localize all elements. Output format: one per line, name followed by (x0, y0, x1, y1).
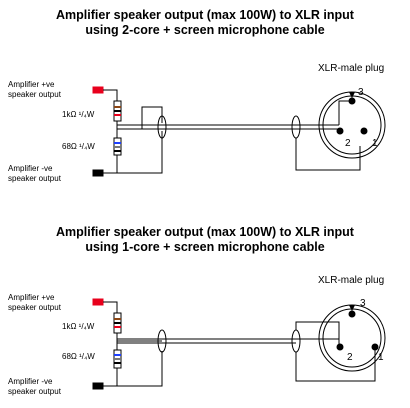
diagram1-title: Amplifier speaker output (max 100W) to X… (0, 8, 410, 38)
diagram1-amp-pos-label-2: speaker output (8, 90, 62, 99)
diagram2-title: Amplifier speaker output (max 100W) to X… (0, 225, 410, 255)
diagram1-screen-end-left (157, 115, 167, 139)
diagram1-screen-end-right (291, 115, 301, 139)
diagram2-schematic: Amplifier +ve speaker output Amplifier -… (8, 275, 386, 396)
diagram2-title-line1: Amplifier speaker output (max 100W) to X… (56, 225, 354, 239)
diagram1-schematic: Amplifier +ve speaker output Amplifier -… (8, 63, 386, 183)
diagram1-pin1-label: 1 (372, 138, 378, 149)
diagram1-positive-terminal (92, 86, 104, 94)
diagram2-amp-pos-label: Amplifier +ve (8, 293, 55, 302)
diagram2-screen-to-pin3 (295, 321, 340, 339)
diagram2-amp-pos-label-2: speaker output (8, 303, 62, 312)
diagram1-xlr-key (349, 92, 355, 99)
diagram1-pin2-label: 2 (345, 138, 351, 149)
diagram1-negative-terminal (92, 169, 104, 177)
diagram2-screen-to-pin1 (295, 347, 376, 382)
diagram2-screen-end-right (291, 329, 301, 353)
diagram1-wire-pos (103, 89, 118, 101)
diagram1-pin1 (360, 127, 368, 135)
diagram2-screen-end-left (157, 329, 167, 353)
diagram1-amp-neg-label: Amplifier -ve (8, 164, 53, 173)
diagram2-pin2-label: 2 (347, 352, 353, 363)
diagram1-pin2 (336, 127, 344, 135)
diagram2-xlr-outer (318, 304, 386, 372)
diagram2-wire-pos (103, 301, 118, 313)
diagram1-signal-loop (117, 106, 163, 130)
diagram1-title-line2: using 2-core + screen microphone cable (85, 23, 325, 37)
diagram2-screen-wire (117, 351, 163, 387)
diagram2-title-line2: using 1-core + screen microphone cable (85, 240, 325, 254)
diagram1-pin3 (348, 97, 356, 105)
diagram2-pin3-label: 3 (360, 298, 366, 309)
diagram1-title-line1: Amplifier speaker output (max 100W) to X… (56, 8, 354, 22)
diagram1-screen-wire (117, 131, 163, 174)
diagram1-plug-label: XLR-male plug (318, 63, 384, 74)
diagram2-resistor-68 (113, 349, 122, 369)
diagram2-resistor-1k-label: 1kΩ ¹/₄W (62, 322, 95, 331)
diagram2-negative-terminal (92, 382, 104, 390)
diagram2-pin2 (336, 343, 344, 351)
diagram2-pin3 (348, 310, 356, 318)
diagram2-resistor-1k (113, 312, 122, 334)
diagram2-resistor-68-label: 68Ω ¹/₄W (62, 352, 95, 361)
diagram1-amp-neg-label-2: speaker output (8, 174, 62, 183)
diagram2-pin1 (371, 343, 379, 351)
diagram1-pin3-label: 3 (358, 87, 364, 98)
diagram1-xlr-outer (318, 91, 386, 159)
diagram1-wire-neg (103, 155, 118, 174)
diagram2-pin1-label: 1 (378, 352, 384, 363)
diagram2-amp-neg-label: Amplifier -ve (8, 377, 53, 386)
diagram1-screen-to-pin1 (295, 138, 361, 171)
diagram1-resistor-1k (113, 100, 122, 122)
diagram1-amp-pos-label: Amplifier +ve (8, 80, 55, 89)
diagram2-wire-neg (103, 368, 118, 387)
diagram1-resistor-1k-label: 1kΩ ¹/₄W (62, 110, 95, 119)
diagram1-resistor-68 (113, 137, 122, 156)
diagram2-plug-label: XLR-male plug (318, 275, 384, 286)
diagram2-xlr-key (349, 305, 355, 312)
diagram1-resistor-68-label: 68Ω ¹/₄W (62, 142, 95, 151)
diagram2-positive-terminal (92, 298, 104, 306)
diagram2-amp-neg-label-2: speaker output (8, 387, 62, 396)
diagram1-wire-to-pin3 (338, 100, 350, 125)
